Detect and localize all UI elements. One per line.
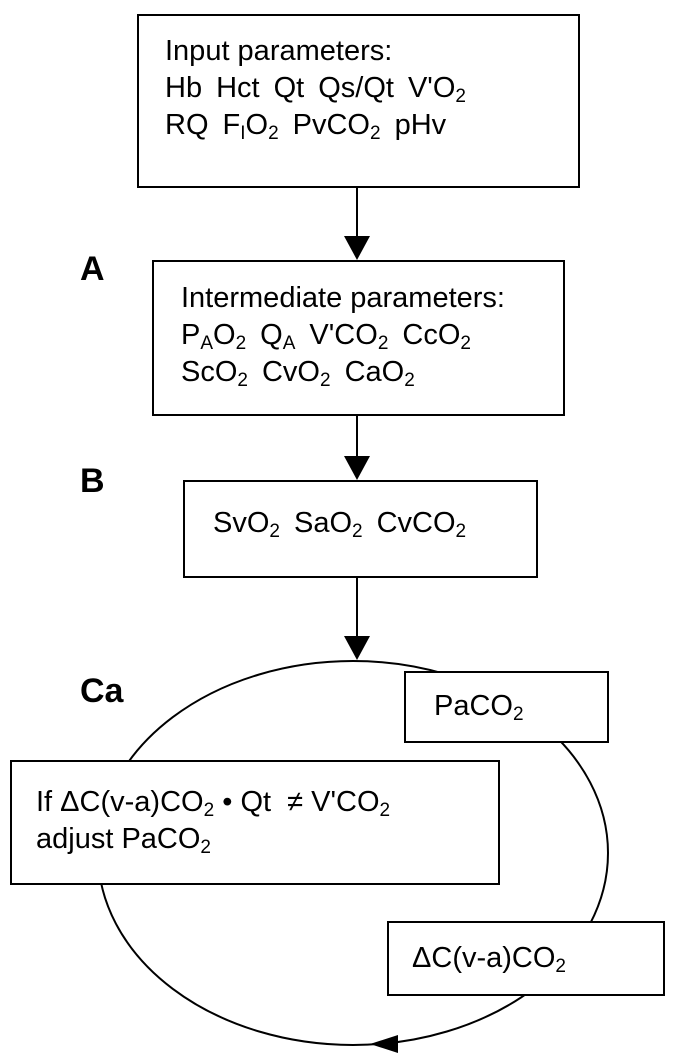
input-parameters-text: Input parameters: Hb Hct Qt Qs/Qt V'O2 RQ FIO… — [165, 33, 466, 144]
adjust-condition-box — [10, 760, 500, 885]
param-pvco2: PvCO2 — [292, 109, 381, 144]
adjust-condition-line1: If ΔC(v-a)CO2 • Qt ≠ V'CO2 — [36, 786, 391, 821]
param-rq: RQ — [165, 109, 209, 141]
input-parameters-title: Input parameters: — [165, 35, 393, 67]
param-svo2: SvO2 — [213, 507, 280, 542]
param-cco2: CcO2 — [402, 319, 471, 354]
param-qs-qt: Qs/Qt — [318, 72, 394, 104]
arrowhead-3 — [344, 636, 370, 660]
param-vco2: V'CO2 — [309, 319, 389, 354]
adjust-condition-text: If ΔC(v-a)CO2 • Qt ≠ V'CO2 adjust PaCO2 — [36, 784, 390, 858]
intermediate-parameters-title: Intermediate parameters: — [181, 282, 505, 314]
loop-direction-arrowhead — [370, 1035, 398, 1053]
saturation-box — [183, 480, 538, 578]
input-parameters-line1: Hb Hct Qt Qs/Qt V'O2 — [165, 70, 466, 107]
param-qa: QA — [260, 319, 296, 354]
param-vo2: V'O2 — [407, 72, 466, 107]
param-cvco2: CvCO2 — [376, 507, 467, 542]
param-sao2: SaO2 — [293, 507, 363, 542]
param-cvo2: CvO2 — [261, 356, 331, 391]
param-pao2: PAO2 — [181, 319, 247, 354]
param-phv: pHv — [394, 109, 447, 141]
saturation-text: SvO2 SaO2 CvCO2 — [213, 505, 466, 542]
param-fio2: FIO2 — [222, 109, 279, 144]
param-hct: Hct — [216, 72, 260, 104]
label-ca: Ca — [80, 672, 124, 710]
param-cao2: CaO2 — [344, 356, 415, 391]
label-b: B — [80, 462, 105, 500]
input-parameters-box — [137, 14, 580, 188]
param-hb: Hb — [165, 72, 203, 104]
input-parameters-line2: RQ FIO2 PvCO2 pHv — [165, 107, 466, 144]
arrowhead-2 — [344, 456, 370, 480]
paco2-box — [404, 671, 609, 743]
intermediate-parameters-line1: PAO2 QA V'CO2 CcO2 — [181, 317, 505, 354]
param-sco2: ScO2 — [181, 356, 248, 391]
param-qt: Qt — [273, 72, 305, 104]
delta-co2-text: ΔC(v-a)CO2 — [412, 942, 566, 977]
arrowhead-1 — [344, 236, 370, 260]
paco2-text: PaCO2 — [434, 690, 524, 725]
delta-co2-box — [387, 921, 665, 996]
intermediate-parameters-line2: ScO2 CvO2 CaO2 — [181, 354, 505, 391]
intermediate-parameters-text: Intermediate parameters: PAO2 QA V'CO2 CcO2… — [181, 280, 505, 391]
adjust-condition-line2: adjust PaCO2 — [36, 823, 211, 858]
label-a: A — [80, 250, 105, 288]
intermediate-parameters-box — [152, 260, 565, 416]
